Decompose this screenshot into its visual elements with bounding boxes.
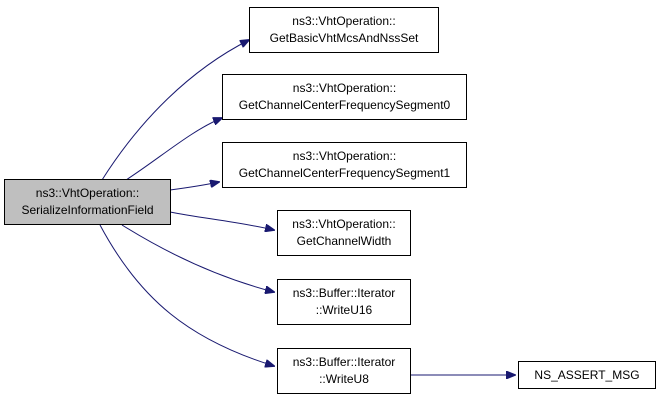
edge-root-to-u8: [99, 224, 274, 366]
node-line: ns3::VhtOperation::: [35, 186, 140, 200]
node-get-channel-width[interactable]: ns3::VhtOperation:: GetChannelWidth: [277, 210, 411, 256]
node-line: SerializeInformationField: [21, 203, 154, 217]
node-line: GetChannelCenterFrequencySegment0: [238, 98, 451, 112]
node-line: ns3::Buffer::Iterator: [292, 286, 396, 300]
node-line: ns3::VhtOperation::: [292, 81, 397, 95]
node-get-channel-center-frequency-segment0[interactable]: ns3::VhtOperation:: GetChannelCenterFreq…: [222, 74, 467, 120]
node-buffer-iterator-write-u8[interactable]: ns3::Buffer::Iterator ::WriteU8: [277, 348, 411, 394]
node-line: GetChannelWidth: [296, 234, 392, 248]
node-line: NS_ASSERT_MSG: [534, 367, 640, 382]
edge-root-to-seg0: [125, 118, 222, 181]
node-get-basic-vht-mcs-and-nss-set[interactable]: ns3::VhtOperation:: GetBasicVhtMcsAndNss…: [249, 7, 439, 53]
node-line: GetChannelCenterFrequencySegment1: [238, 166, 451, 180]
node-line: ::WriteU16: [315, 303, 373, 317]
node-line: ns3::VhtOperation::: [292, 149, 397, 163]
node-buffer-iterator-write-u16[interactable]: ns3::Buffer::Iterator ::WriteU16: [277, 279, 411, 325]
node-line: ns3::VhtOperation::: [292, 217, 396, 231]
edge-root-to-u16: [121, 224, 274, 292]
node-line: ns3::Buffer::Iterator: [292, 355, 396, 369]
node-get-channel-center-frequency-segment1[interactable]: ns3::VhtOperation:: GetChannelCenterFreq…: [222, 142, 467, 188]
node-line: ns3::VhtOperation::: [292, 14, 396, 28]
node-line: GetBasicVhtMcsAndNssSet: [269, 31, 419, 45]
edge-root-to-seg1: [169, 182, 219, 191]
edge-root-to-width: [169, 211, 274, 230]
edge-root-to-basic: [101, 40, 249, 181]
node-ns-assert-msg[interactable]: NS_ASSERT_MSG: [518, 361, 656, 389]
node-serialize-information-field: ns3::VhtOperation:: SerializeInformation…: [4, 179, 171, 225]
node-line: ::WriteU8: [319, 372, 369, 386]
